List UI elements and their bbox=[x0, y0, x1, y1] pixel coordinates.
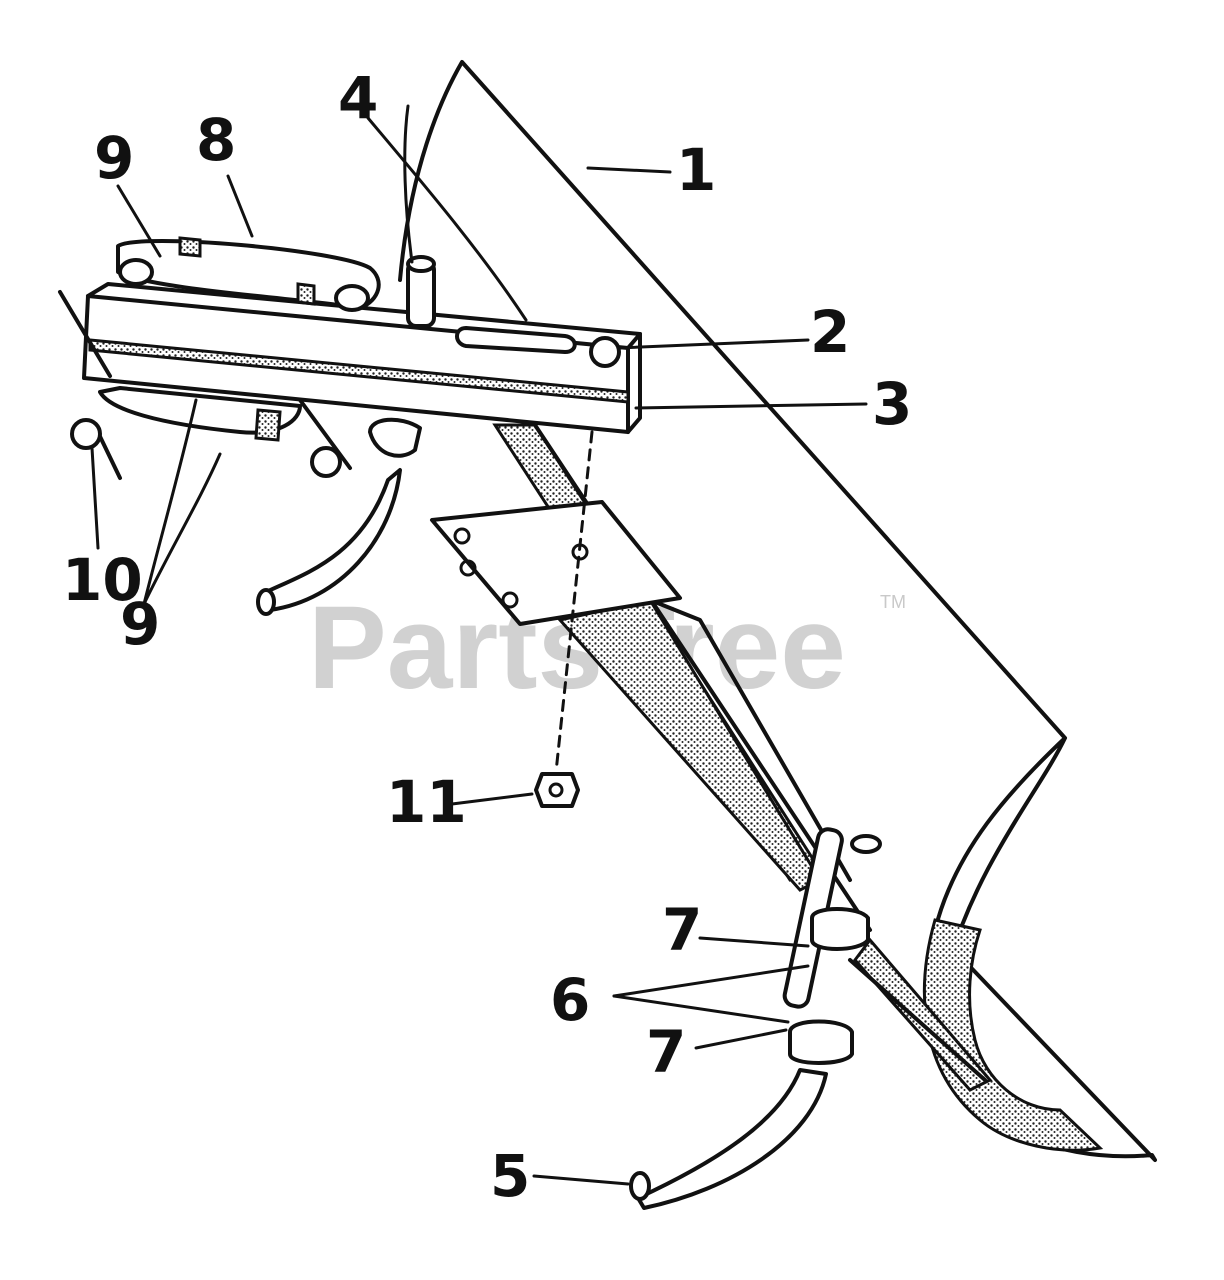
callout-7-upper: 7 bbox=[662, 896, 702, 964]
callout-5: 5 bbox=[490, 1142, 530, 1210]
hex-nut bbox=[534, 430, 594, 808]
callout-4: 4 bbox=[338, 64, 378, 132]
callout-3: 3 bbox=[872, 370, 912, 438]
right-skid-shoe bbox=[629, 827, 987, 1210]
leader-lines bbox=[90, 104, 868, 1186]
crossbar bbox=[82, 282, 642, 434]
callout-6: 6 bbox=[550, 966, 590, 1034]
callout-8: 8 bbox=[196, 106, 236, 174]
trademark: TM bbox=[880, 592, 906, 612]
clamp-bar bbox=[116, 236, 436, 328]
blade bbox=[398, 60, 1157, 1162]
callout-2: 2 bbox=[810, 298, 850, 366]
callout-labels: 1 2 3 4 5 6 7 7 8 9 9 10 11 bbox=[62, 64, 912, 1210]
callout-7-lower: 7 bbox=[646, 1018, 686, 1086]
callout-9-upper: 9 bbox=[94, 124, 134, 192]
left-skid-shoe bbox=[256, 417, 422, 616]
callout-10: 10 bbox=[62, 546, 143, 614]
callout-9-lower: 9 bbox=[120, 590, 160, 658]
bottom-clamp bbox=[58, 290, 352, 480]
callout-1: 1 bbox=[676, 136, 716, 204]
callout-11: 11 bbox=[386, 768, 467, 836]
